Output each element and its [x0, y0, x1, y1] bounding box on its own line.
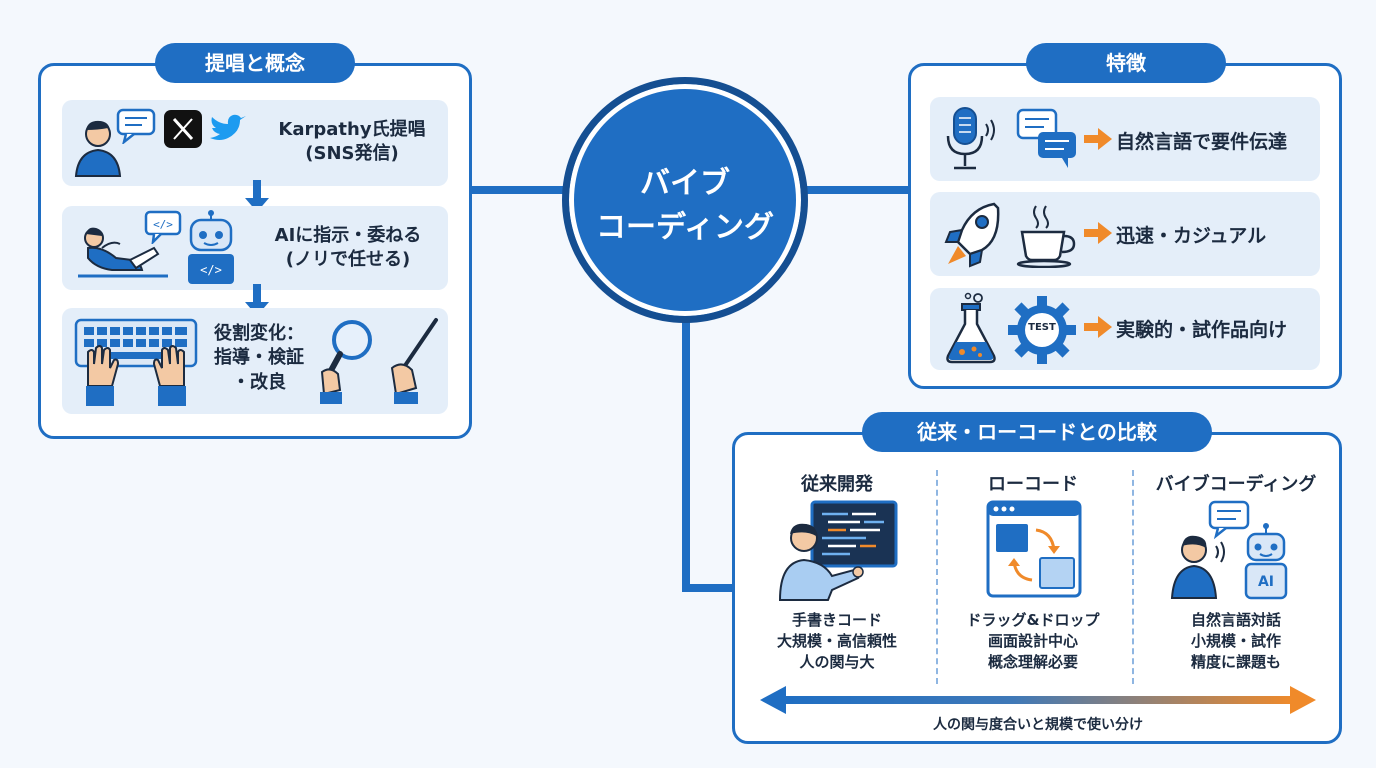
column-desc-traditional-line2: 大規模・高信頼性 [776, 632, 897, 650]
robot-icon: </> [188, 210, 234, 284]
connector-left [470, 186, 570, 194]
feature-row-1 [930, 97, 1320, 181]
arrow-right-icon [1084, 316, 1112, 338]
concept-item-3-line1: 役割変化： [214, 323, 304, 344]
column-title-vibe: バイブコーディング [1155, 474, 1317, 495]
connector-bottom [682, 584, 734, 592]
keyboard-hands-icon [74, 318, 198, 406]
speech-bubble-icon [116, 108, 156, 144]
x-logo-icon [164, 110, 202, 148]
person-icon [74, 120, 122, 177]
scale-label: 人の関与度合いと規模で使い分け [933, 717, 1143, 733]
center-title-line2: コーディング [596, 210, 774, 245]
concept-item-1-line1: Karpathy氏提唱 [278, 119, 426, 140]
microphone-icon [946, 107, 995, 170]
column-desc-traditional: 手書きコード 大規模・高信頼性 人の関与大 [752, 610, 922, 673]
concept-item-3: 役割変化： 指導・検証 ・改良 [204, 322, 314, 395]
person-ai-chat-icon [1170, 500, 1288, 600]
coffee-cup-icon [1016, 205, 1076, 268]
column-desc-traditional-line3: 人の関与大 [799, 653, 875, 671]
arrow-down-icon [245, 180, 269, 212]
gear-test-icon [1008, 296, 1076, 364]
column-desc-traditional-line1: 手書きコード [791, 611, 882, 629]
column-desc-vibe-line1: 自然言語対話 [1190, 611, 1281, 629]
relaxed-person-icon [78, 227, 168, 278]
bird-icon [210, 114, 246, 140]
column-desc-lowcode-line1: ドラッグ&ドロップ [966, 611, 1100, 629]
scale-double-arrow [760, 686, 1316, 714]
svg-text:</>: </> [200, 263, 222, 277]
svg-text:</>: </> [153, 218, 173, 231]
column-title-traditional: 従来開発 [801, 474, 873, 495]
rocket-icon [944, 202, 1000, 268]
feature-label-3: 実験的・試作品向け [1116, 319, 1288, 341]
concept-title: 提唱と概念 [155, 43, 355, 83]
connector-down [682, 300, 690, 592]
pen-hand-icon [390, 318, 438, 404]
features-title: 特徴 [1026, 43, 1226, 83]
robot-ai-label: AI [1257, 574, 1275, 590]
flask-icon [946, 292, 996, 364]
feature-label-1: 自然言語で要件伝達 [1116, 131, 1288, 153]
chat-bubbles-icon [1016, 108, 1076, 168]
column-desc-vibe: 自然言語対話 小規模・試作 精度に課題も [1148, 610, 1324, 673]
concept-item-1: Karpathy氏提唱 (SNS発信) [262, 118, 442, 167]
concept-item-1-line2: (SNS発信) [305, 143, 399, 165]
connector-right [800, 186, 912, 194]
developer-monitor-icon [778, 500, 898, 601]
column-divider [1132, 470, 1134, 684]
center-node: バイブ コーディング [562, 77, 808, 323]
column-desc-vibe-line2: 小規模・試作 [1190, 632, 1281, 650]
arrow-right-icon [1084, 222, 1112, 244]
column-desc-lowcode-line2: 画面設計中心 [987, 632, 1078, 650]
arrow-right-icon [1084, 128, 1112, 150]
feature-label-2: 迅速・カジュアル [1116, 225, 1267, 247]
test-badge: TEST [1028, 322, 1056, 333]
concept-item-2-line2: (ノリで任せる) [285, 249, 411, 271]
center-title-line1: バイブ [640, 166, 730, 201]
drag-drop-window-icon [986, 500, 1082, 598]
comparison-title: 従来・ローコードとの比較 [862, 412, 1212, 452]
magnifier-icon [320, 320, 372, 404]
column-divider [936, 470, 938, 684]
concept-item-2: AIに指示・委ねる (ノリで任せる) [250, 224, 446, 273]
column-desc-lowcode: ドラッグ&ドロップ 画面設計中心 概念理解必要 [948, 610, 1118, 673]
concept-item-3-line2: 指導・検証 [214, 347, 304, 369]
concept-item-3-line3: ・改良 [232, 371, 286, 393]
column-desc-lowcode-line3: 概念理解必要 [987, 653, 1078, 671]
concept-item-2-line1: AIに指示・委ねる [274, 225, 422, 246]
column-title-lowcode: ローコード [988, 474, 1078, 495]
code-bubble-icon: </> [144, 210, 182, 244]
column-desc-vibe-line3: 精度に課題も [1190, 653, 1281, 671]
